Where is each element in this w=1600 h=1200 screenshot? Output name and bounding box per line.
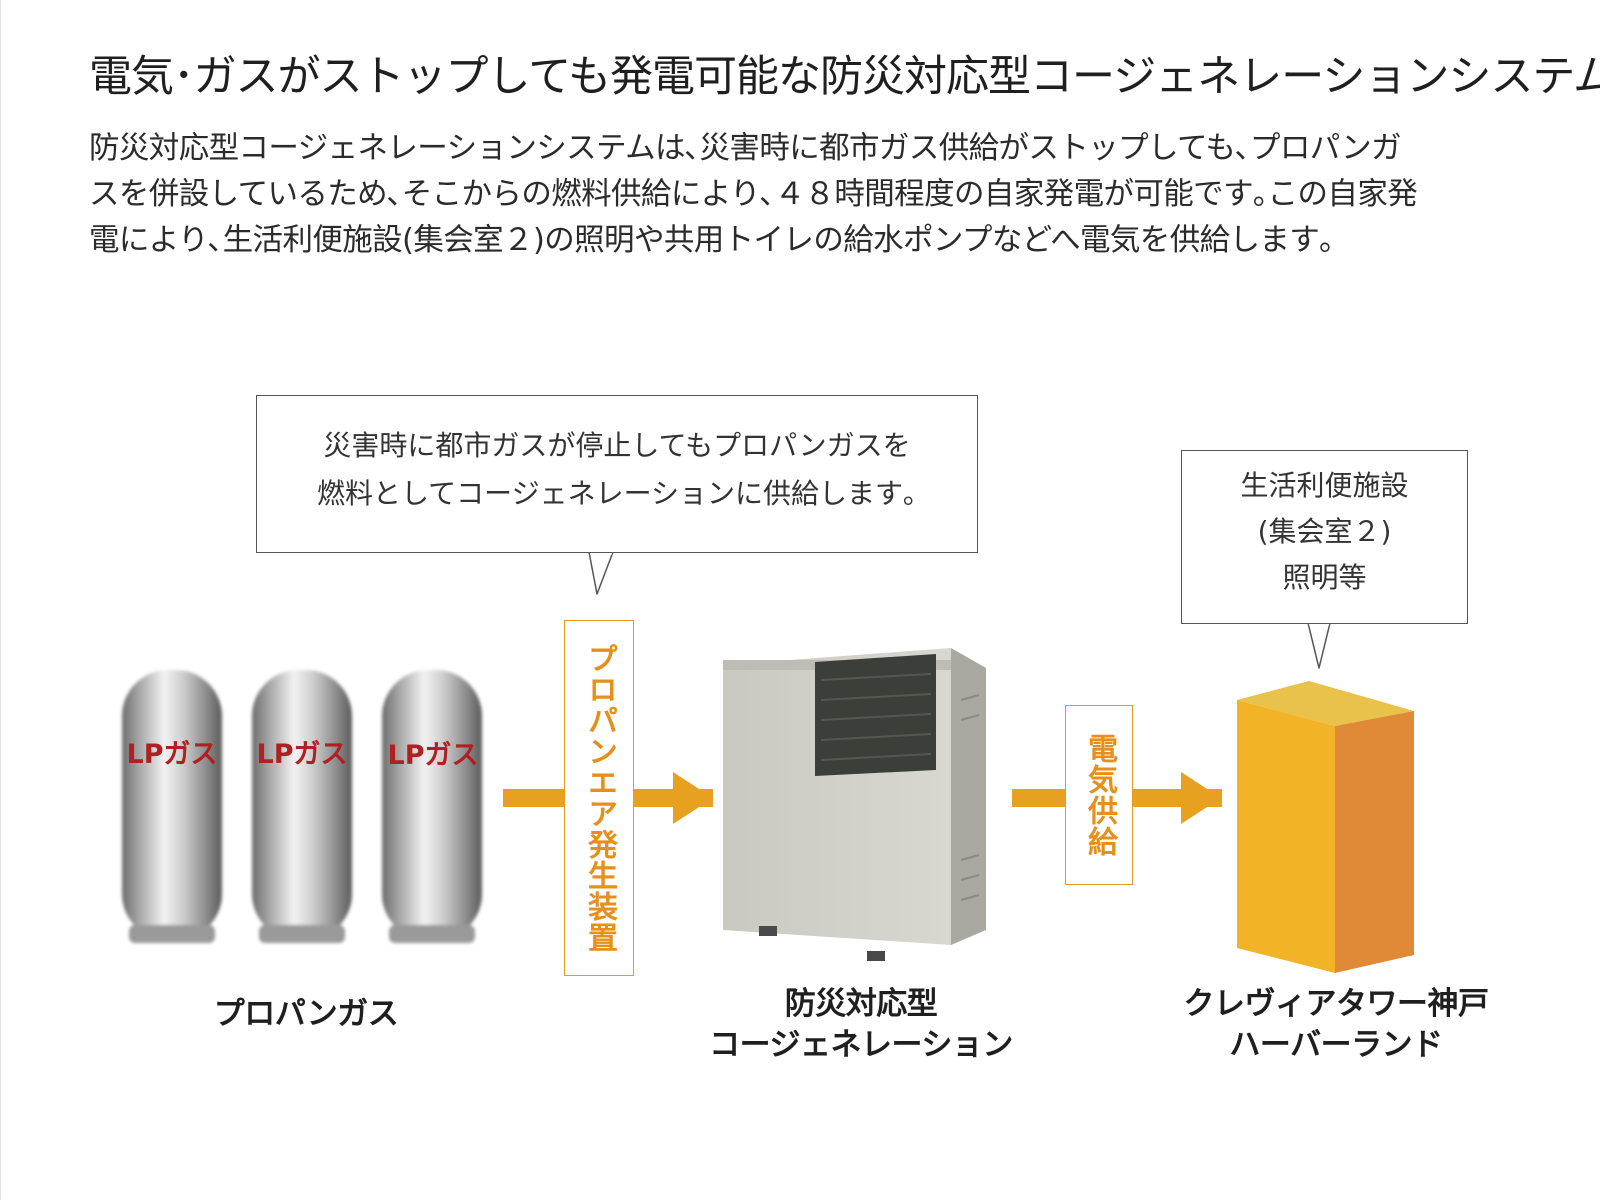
description: 防災対応型コージェネレーションシステムは､災害時に都市ガス供給がストップしても､… xyxy=(89,126,1529,264)
tank-label: LPガス xyxy=(257,739,348,770)
callout-pointer xyxy=(1307,622,1331,669)
page-title: 電気･ガスがストップしても発電可能な防災対応型コージェネレーションシステム xyxy=(89,52,1600,102)
callout-line: 照明等 xyxy=(1282,561,1367,594)
lp-gas-tank-icon xyxy=(252,670,352,943)
air-generator-label: プロパンエア発生装置 xyxy=(564,620,634,976)
tank-label: LPガス xyxy=(127,739,218,770)
caption-line: 防災対応型 xyxy=(784,986,938,1022)
description-line: スを併設しているため､そこからの燃料供給により､４８時間程度の自家発電が可能です… xyxy=(89,177,1418,212)
callout-line: 燃料としてコージェネレーションに供給します｡ xyxy=(316,477,918,510)
callout-line: 災害時に都市ガスが停止してもプロパンガスを xyxy=(323,429,911,462)
power-supply-label: 電気供給 xyxy=(1065,705,1133,885)
tower-caption: クレヴィアタワー神戸 ハーバーランド xyxy=(1171,984,1501,1066)
caption-line: プロパンガス xyxy=(213,996,399,1032)
callout-line: 生活利便施設 xyxy=(1240,469,1409,502)
callout-pointer xyxy=(588,551,614,595)
callout-line: (集会室２) xyxy=(1257,515,1392,548)
cogeneration-unit-icon xyxy=(723,648,986,961)
tank-label: LPガス xyxy=(388,740,479,771)
description-line: 防災対応型コージェネレーションシステムは､災害時に都市ガス供給がストップしても､… xyxy=(89,131,1402,166)
propane-caption: プロパンガス xyxy=(181,994,431,1035)
lp-gas-tank-icon xyxy=(122,670,222,943)
cogeneration-caption: 防災対応型 コージェネレーション xyxy=(691,984,1031,1066)
building-tower-icon xyxy=(1237,681,1414,973)
caption-line: クレヴィアタワー神戸 xyxy=(1183,986,1490,1022)
facility-callout: 生活利便施設 (集会室２) 照明等 xyxy=(1181,450,1468,624)
description-line: 電により､生活利便施設(集会室２)の照明や共用トイレの給水ポンプなどへ電気を供給… xyxy=(89,223,1334,258)
caption-line: ハーバーランド xyxy=(1229,1027,1443,1063)
caption-line: コージェネレーション xyxy=(709,1027,1013,1063)
lp-gas-callout: 災害時に都市ガスが停止してもプロパンガスを 燃料としてコージェネレーションに供給… xyxy=(256,395,978,553)
lp-gas-tank-icon xyxy=(382,670,482,943)
